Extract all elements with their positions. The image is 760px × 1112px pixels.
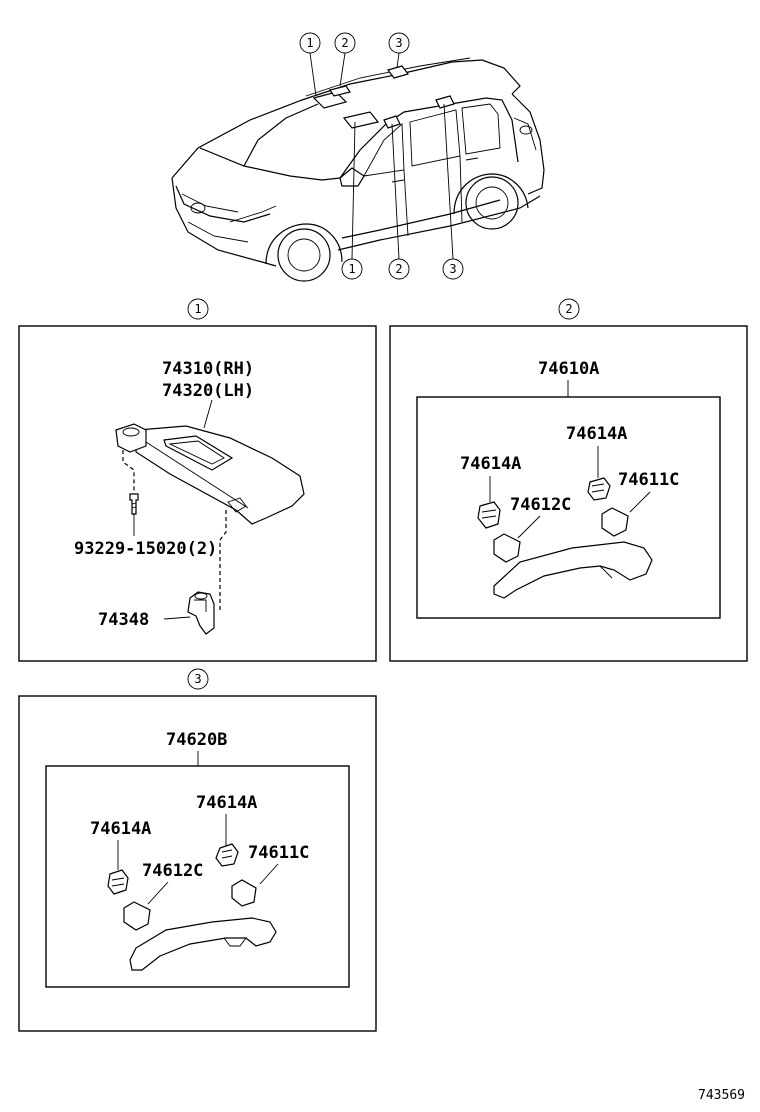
svg-text:2: 2 — [395, 262, 402, 276]
cover-left-part — [493, 533, 521, 563]
top-callout-3: 3 — [388, 32, 410, 69]
label-74612c: 74612C — [510, 495, 571, 515]
cover-left-part — [123, 901, 151, 931]
label-93229-15020: 93229-15020(2) — [74, 539, 217, 559]
svg-text:1: 1 — [348, 262, 355, 276]
visor-holder-part — [187, 591, 215, 635]
clip-left-part — [107, 869, 129, 895]
label-74320-lh: 74320(LH) — [162, 381, 254, 401]
cover-right-part — [601, 507, 629, 537]
section-1-number: 1 — [194, 302, 201, 316]
label-74614a-left: 74614A — [460, 454, 521, 474]
bottom-callout-3: 3 — [442, 103, 464, 280]
diagram-id: 743569 — [698, 1088, 745, 1103]
sun-visor-part — [135, 425, 305, 525]
label-74611c: 74611C — [618, 470, 679, 490]
section-2-front-assist-grip: 2 74610A 74614A 74614A 74611C 74612C — [389, 298, 748, 662]
label-74612c: 74612C — [142, 861, 203, 881]
assist-grip-part — [129, 917, 277, 971]
top-callout-1: 1 — [299, 32, 321, 97]
label-74614a-right: 74614A — [196, 793, 257, 813]
svg-text:3: 3 — [449, 262, 456, 276]
cover-right-part — [231, 879, 257, 907]
label-74620b: 74620B — [166, 730, 227, 750]
top-callout-2: 2 — [334, 32, 356, 87]
section-3-rear-assist-grip: 3 74620B 74614A 74614A 74611C 74612C — [18, 668, 377, 1032]
bottom-callout-1: 1 — [341, 121, 363, 280]
svg-text:1: 1 — [306, 36, 313, 50]
clip-right-part — [587, 477, 611, 501]
bottom-callout-2: 2 — [388, 123, 410, 280]
vehicle-overview-illustration — [171, 57, 545, 282]
screw-part — [129, 493, 139, 515]
label-74310-rh: 74310(RH) — [162, 359, 254, 379]
label-74348: 74348 — [98, 610, 149, 630]
section-3-number: 3 — [194, 672, 201, 686]
section-1-sun-visor: 1 74310(RH) 74320(LH) 93229-15020(2) 743… — [18, 298, 377, 662]
svg-text:3: 3 — [395, 36, 402, 50]
label-74614a-left: 74614A — [90, 819, 151, 839]
clip-right-part — [215, 843, 239, 867]
label-74614a-right: 74614A — [566, 424, 627, 444]
section-2-number: 2 — [565, 302, 572, 316]
label-74611c: 74611C — [248, 843, 309, 863]
label-74610a: 74610A — [538, 359, 599, 379]
svg-text:2: 2 — [341, 36, 348, 50]
assist-grip-part — [493, 541, 653, 599]
clip-left-part — [477, 501, 501, 529]
